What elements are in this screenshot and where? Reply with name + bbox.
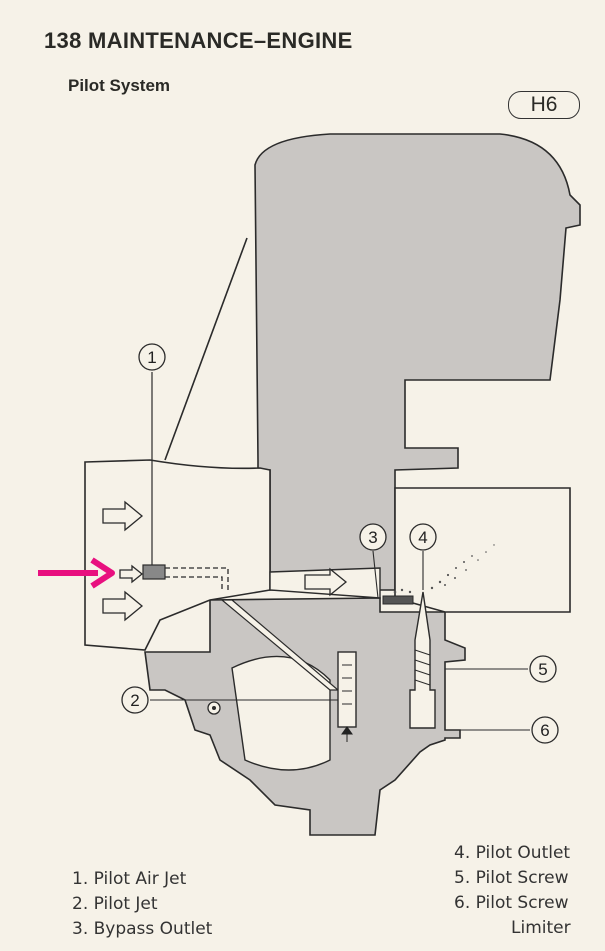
svg-text:1: 1 xyxy=(147,348,156,367)
legend-item-continuation: Limiter xyxy=(511,918,571,938)
pilot-jet xyxy=(337,651,357,728)
airflow-arrow-icon xyxy=(102,500,144,532)
svg-text:6: 6 xyxy=(540,721,549,740)
page-title: 138 MAINTENANCE–ENGINE xyxy=(44,28,353,53)
pilot-air-passage xyxy=(165,567,229,590)
leader-lines xyxy=(150,550,530,731)
svg-text:4: 4 xyxy=(418,528,427,547)
legend-item: 2. Pilot Jet xyxy=(72,894,158,914)
callout-6: 6 xyxy=(531,716,559,744)
callout-3: 3 xyxy=(359,523,387,551)
fuel-spray xyxy=(393,544,495,594)
legend-item: 4. Pilot Outlet xyxy=(454,843,571,863)
float-chamber xyxy=(231,655,331,771)
legend-left: 1. Pilot Air Jet 2. Pilot Jet 3. Bypass … xyxy=(72,867,212,942)
bypass-outlet xyxy=(382,595,414,605)
svg-text:3: 3 xyxy=(368,528,377,547)
airflow-arrow-icon xyxy=(304,567,348,597)
fuel-flow-arrow-icon xyxy=(341,726,353,742)
figure-id-badge: H6 xyxy=(508,91,580,119)
legend-item: 5. Pilot Screw xyxy=(454,868,569,888)
airflow-arrow-icon xyxy=(119,564,144,584)
callouts: 1 2 3 4 5 6 xyxy=(121,343,559,744)
outlet-bore xyxy=(394,487,571,613)
airflow-arrow-icon xyxy=(102,590,144,622)
callout-4: 4 xyxy=(409,523,437,551)
legend-item: 1. Pilot Air Jet xyxy=(72,869,187,889)
legend-right: 4. Pilot Outlet 5. Pilot Screw 6. Pilot … xyxy=(454,841,571,941)
section-subtitle: Pilot System xyxy=(68,76,171,95)
support-rib xyxy=(164,237,248,461)
callout-1: 1 xyxy=(138,343,166,371)
pilot-jet-holes xyxy=(342,664,352,705)
callout-2: 2 xyxy=(121,686,149,714)
highlight-arrow-icon xyxy=(38,557,115,589)
passage-opening-center xyxy=(212,706,216,710)
legend-item: 3. Bypass Outlet xyxy=(72,919,213,939)
airflow-arrows xyxy=(102,500,348,622)
legend-item: 6. Pilot Screw xyxy=(454,893,569,913)
pilot-screw-threads xyxy=(414,649,431,686)
callout-5: 5 xyxy=(529,655,557,683)
pilot-air-jet xyxy=(142,564,166,580)
svg-text:2: 2 xyxy=(130,691,139,710)
svg-text:5: 5 xyxy=(538,660,547,679)
